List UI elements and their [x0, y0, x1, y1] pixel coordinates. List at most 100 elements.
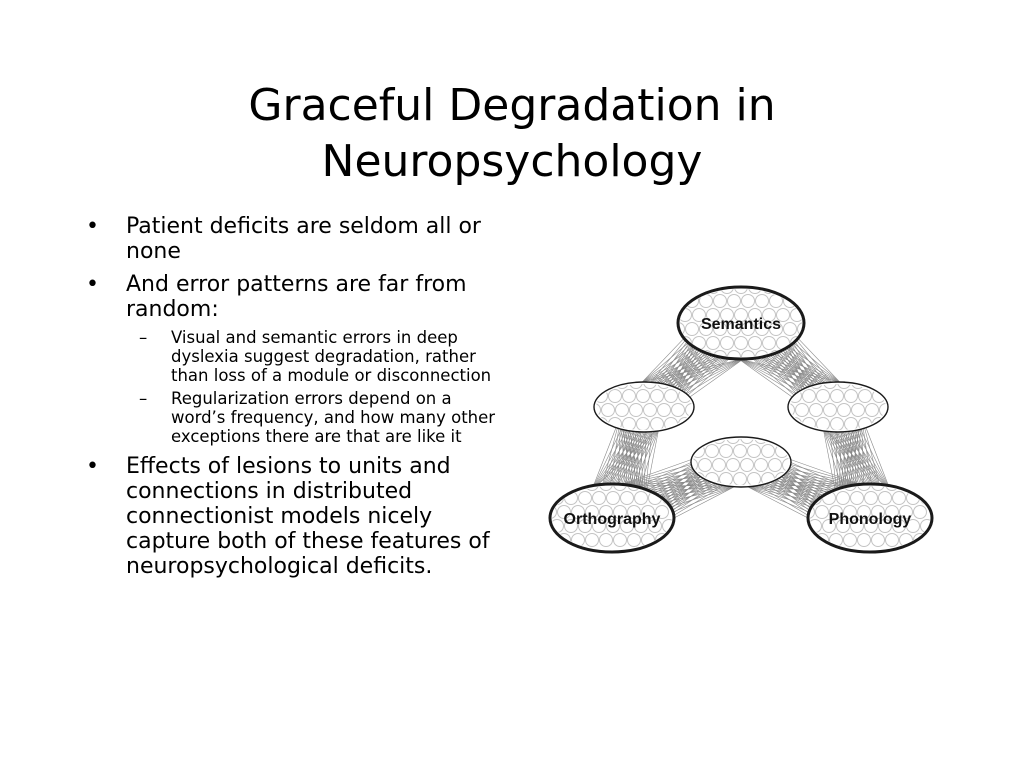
unit-circle	[706, 336, 720, 350]
bullet-marker: •	[86, 214, 99, 239]
unit-circle	[858, 389, 872, 403]
node-hidden-right	[775, 381, 889, 433]
unit-circle	[810, 505, 815, 519]
unit-circle	[851, 403, 865, 417]
unit-circle	[540, 520, 550, 533]
unit-circle	[885, 486, 899, 491]
unit-circle	[843, 533, 857, 547]
connection-line	[841, 421, 883, 494]
unit-circle	[613, 486, 627, 491]
bullet-list: • Patient deficits are seldom all or non…	[86, 214, 506, 587]
unit-circle	[664, 389, 678, 403]
connection-line	[619, 484, 736, 487]
unit-circle	[706, 308, 720, 322]
unit-circle	[790, 289, 802, 294]
unit-circle	[680, 294, 685, 308]
unit-circle	[620, 519, 634, 533]
unit-circle	[740, 439, 754, 444]
unit-circle	[782, 439, 789, 444]
unit-circle	[754, 458, 768, 472]
bullet-marker: •	[86, 454, 99, 479]
unit-circle	[706, 289, 720, 294]
unit-circle	[733, 444, 747, 458]
unit-circle	[693, 439, 698, 444]
unit-circle	[913, 505, 927, 519]
unit-circle	[865, 403, 879, 417]
unit-circle	[761, 444, 775, 458]
unit-circle	[830, 389, 844, 403]
unit-circle	[596, 403, 601, 417]
unit-circle	[650, 389, 664, 403]
sub-bullet-list: – Visual and semantic errors in deep dys…	[126, 328, 506, 446]
unit-circle	[557, 505, 571, 519]
unit-circle	[837, 384, 851, 389]
node-outline	[690, 436, 792, 488]
unit-circle	[775, 418, 788, 431]
unit-circle	[680, 289, 692, 294]
node-hidden-left	[593, 381, 695, 433]
unit-circle	[892, 491, 906, 505]
unit-circle	[790, 403, 795, 417]
unit-circle	[741, 350, 755, 357]
bullet-text: Effects of lesions to units and connecti…	[126, 454, 490, 579]
unit-circle	[685, 322, 699, 336]
unit-circle	[899, 505, 913, 519]
unit-circle	[864, 491, 878, 505]
unit-circle	[720, 289, 734, 294]
unit-circle	[850, 519, 864, 533]
unit-circle	[755, 294, 769, 308]
node-background	[678, 287, 804, 359]
bullet-text: And error patterns are far from random:	[126, 272, 467, 322]
connection-line	[738, 358, 840, 383]
unit-circle	[871, 486, 885, 491]
sub-bullet-text: Regularization errors depend on a word’s…	[171, 389, 496, 446]
unit-circle	[857, 505, 871, 519]
node-label: Phonology	[829, 511, 912, 528]
unit-circle	[830, 417, 844, 430]
connection-line	[822, 426, 891, 492]
connection-line	[591, 419, 634, 492]
node-outline	[806, 482, 934, 554]
unit-circle	[878, 519, 892, 533]
node-background	[808, 484, 932, 552]
unit-circle	[769, 322, 783, 336]
unit-circle	[620, 491, 634, 505]
unit-circle	[578, 519, 592, 533]
node-orthography: Orthography	[540, 482, 676, 554]
unit-circle	[719, 444, 733, 458]
unit-circle	[613, 533, 627, 547]
unit-circle	[892, 519, 906, 533]
connection-line	[835, 423, 891, 492]
unit-circle	[552, 505, 557, 519]
unit-circle	[680, 322, 685, 336]
connection-line	[738, 358, 836, 388]
unit-circle	[879, 403, 886, 417]
unit-circle	[843, 486, 857, 491]
connection-line	[841, 421, 891, 492]
connection-line	[848, 419, 891, 492]
bullet-item: • Patient deficits are seldom all or non…	[86, 214, 506, 264]
unit-circle	[816, 389, 830, 403]
unit-grid	[775, 384, 886, 431]
unit-circle	[879, 384, 886, 389]
bullet-item: • Effects of lesions to units and connec…	[86, 454, 506, 579]
unit-circle	[871, 505, 885, 519]
unit-circle	[657, 384, 671, 389]
unit-circle	[615, 384, 629, 389]
sub-bullet-marker: –	[139, 328, 148, 347]
node-label: Orthography	[564, 511, 661, 528]
connection-line	[829, 424, 883, 494]
unit-circle	[809, 403, 823, 417]
unit-circle	[755, 350, 769, 357]
unit-circle	[650, 417, 664, 430]
unit-circle	[599, 533, 613, 547]
unit-circle	[665, 281, 678, 294]
unit-circle	[727, 322, 741, 336]
unit-circle	[837, 403, 851, 417]
unit-circle	[822, 519, 836, 533]
unit-circle	[815, 505, 829, 519]
unit-circle	[692, 289, 706, 294]
unit-circle	[748, 308, 762, 322]
unit-circle	[615, 403, 629, 417]
